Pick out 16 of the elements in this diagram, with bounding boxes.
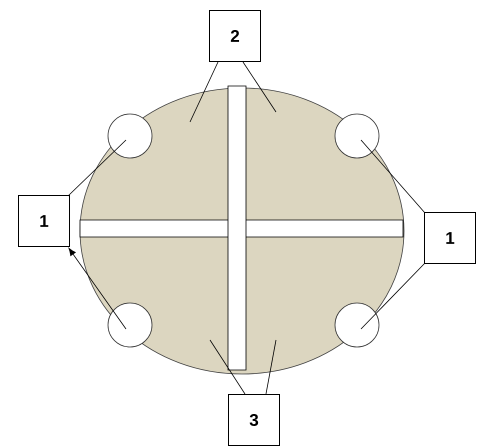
circle xyxy=(334,302,380,348)
leader-line xyxy=(242,62,276,112)
callout-number: 1 xyxy=(424,212,476,264)
circle xyxy=(108,302,152,348)
leader-line xyxy=(360,140,426,214)
leader-line xyxy=(210,340,246,394)
leader-line xyxy=(360,262,426,330)
leader-line xyxy=(68,140,126,196)
callout-number: 3 xyxy=(228,394,280,446)
leader-line xyxy=(190,62,218,122)
callout-number: 1 xyxy=(18,195,70,247)
leader-line xyxy=(68,248,126,330)
circle xyxy=(334,114,380,158)
circle xyxy=(108,114,152,158)
callout-number: 2 xyxy=(209,10,261,62)
leader-line xyxy=(266,340,276,394)
